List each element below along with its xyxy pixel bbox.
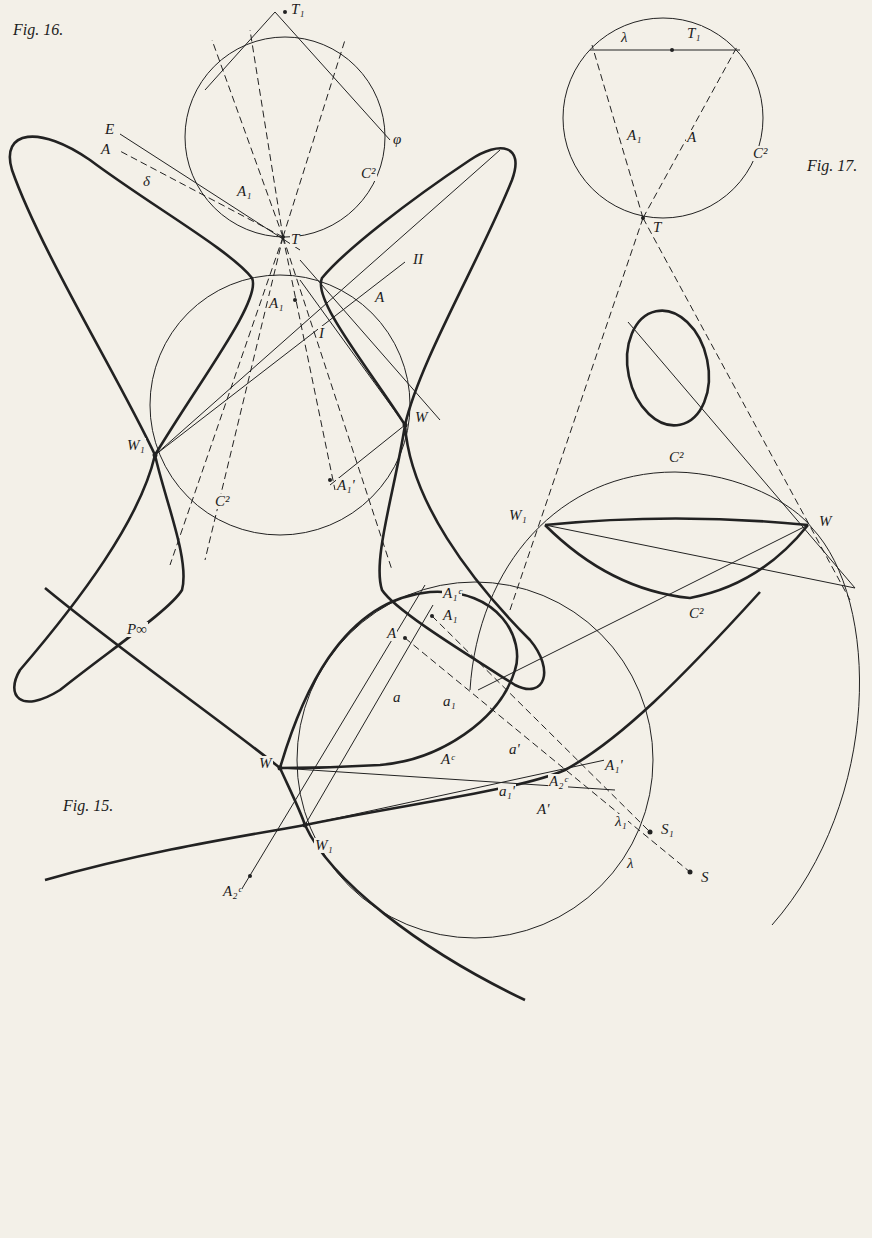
- point-label: A': [536, 802, 550, 817]
- point-label: A: [374, 290, 385, 305]
- point-label: A₁': [604, 758, 624, 773]
- point-label: W: [414, 410, 429, 425]
- point-label: C²: [688, 606, 705, 621]
- point-label: φ: [392, 132, 402, 147]
- chord: [590, 50, 740, 51]
- point-label: C²: [214, 494, 231, 509]
- figure-caption: Fig. 17.: [806, 158, 858, 174]
- point-label: A₁ᶜ: [442, 586, 462, 601]
- point-label: δ: [142, 174, 151, 189]
- point-label: a₁: [442, 694, 457, 709]
- point-label: C²: [752, 146, 769, 161]
- oval-curve: [617, 303, 719, 433]
- point-label: A₂ᶜ: [548, 774, 568, 789]
- point-label: T: [290, 232, 300, 247]
- lens-curve: [545, 519, 808, 599]
- points: [248, 614, 693, 878]
- dashed-rays: [118, 30, 392, 570]
- dashed-rays: [405, 616, 690, 872]
- point-label: A₂ᶜ: [222, 884, 242, 899]
- point-label: A₁: [626, 128, 642, 143]
- dashed-rays: [510, 45, 850, 610]
- cubic-curve: [45, 588, 760, 1000]
- point-label: A: [100, 142, 111, 157]
- point-label: a': [508, 742, 521, 757]
- point-label: P∞: [126, 622, 148, 637]
- point-label: S₁: [660, 822, 675, 837]
- point-label: λ: [626, 856, 635, 871]
- quartic-curve: [10, 137, 544, 702]
- point-label: W₁: [508, 508, 528, 523]
- point-label: A₁: [442, 608, 458, 623]
- construction-lines: [240, 585, 615, 892]
- point-label: A₁: [236, 184, 252, 199]
- point-label: A₁': [336, 478, 356, 493]
- point-label: A₁: [268, 296, 284, 311]
- point-label: A: [386, 626, 397, 641]
- point-label: C²: [360, 166, 377, 181]
- construction-lines: [120, 12, 500, 485]
- auxiliary-circle: [563, 18, 763, 218]
- point-label: W: [818, 514, 833, 529]
- point-label: λ₁: [614, 814, 628, 829]
- figure-caption: Fig. 16.: [12, 22, 64, 38]
- circle-c2: [150, 275, 410, 535]
- figure-caption: Fig. 15.: [62, 798, 114, 814]
- point-label: I: [318, 326, 325, 341]
- construction-lines: [470, 322, 860, 925]
- point-label: Aᶜ: [440, 752, 455, 767]
- point-label: W₁: [126, 438, 146, 453]
- point-label: C²: [668, 450, 685, 465]
- point-label: T: [652, 220, 662, 235]
- auxiliary-circle: [185, 37, 385, 237]
- point-label: W: [258, 756, 273, 771]
- point-label: T₁: [290, 2, 306, 17]
- point-label: W₁: [314, 838, 334, 853]
- point-label: E: [104, 122, 115, 137]
- point-label: λ: [620, 30, 629, 45]
- point-label: a: [392, 690, 402, 705]
- point-label: II: [412, 252, 424, 267]
- point-label: A: [686, 130, 697, 145]
- point-label: a₁': [498, 784, 516, 799]
- point-label: S: [700, 870, 710, 885]
- point-label: T₁: [686, 26, 702, 41]
- points: [153, 10, 408, 482]
